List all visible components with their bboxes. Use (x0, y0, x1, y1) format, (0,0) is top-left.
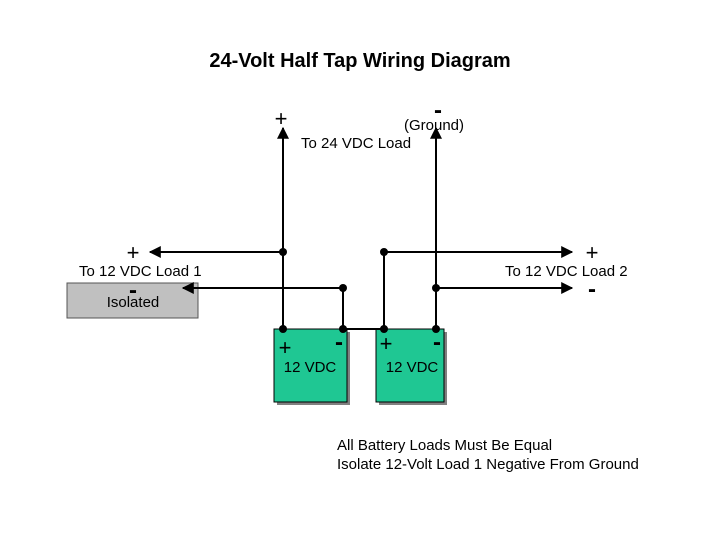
load-24v-label: To 24 VDC Load (301, 135, 411, 152)
junction-dot (380, 248, 388, 256)
junction-dot (380, 325, 388, 333)
isolated-box (66, 282, 199, 319)
note-equal-loads: All Battery Loads Must Be Equal (337, 437, 552, 454)
battery-2 (375, 328, 445, 403)
load2-label: To 12 VDC Load 2 (505, 263, 628, 280)
battery2-plus-sign: + (380, 331, 393, 356)
battery1-plus-sign: + (279, 335, 292, 360)
battery-1 (273, 328, 348, 403)
load-24v-minus-sign: - (434, 97, 442, 124)
junction-dot (432, 284, 440, 292)
battery2-minus-sign: - (433, 329, 441, 356)
load2-minus-sign: - (588, 276, 596, 303)
battery1-label: 12 VDC (284, 359, 337, 376)
load2-plus-sign: + (586, 240, 599, 265)
isolated-label: Isolated (107, 294, 160, 311)
load1-minus-sign: - (129, 277, 137, 304)
load1-label: To 12 VDC Load 1 (79, 263, 202, 280)
junction-dot (432, 325, 440, 333)
junction-dot (279, 325, 287, 333)
junction-dot (339, 284, 347, 292)
load1-plus-sign: + (127, 240, 140, 265)
note-isolate-negative: Isolate 12-Volt Load 1 Negative From Gro… (337, 456, 639, 473)
diagram-title: 24-Volt Half Tap Wiring Diagram (209, 50, 510, 72)
junction-dot (279, 248, 287, 256)
load-24v-ground-label: (Ground) (404, 117, 464, 134)
junction-dot (339, 325, 347, 333)
battery1-minus-sign: - (335, 329, 343, 356)
load-24v-plus-sign: + (275, 106, 288, 131)
battery2-label: 12 VDC (386, 359, 439, 376)
